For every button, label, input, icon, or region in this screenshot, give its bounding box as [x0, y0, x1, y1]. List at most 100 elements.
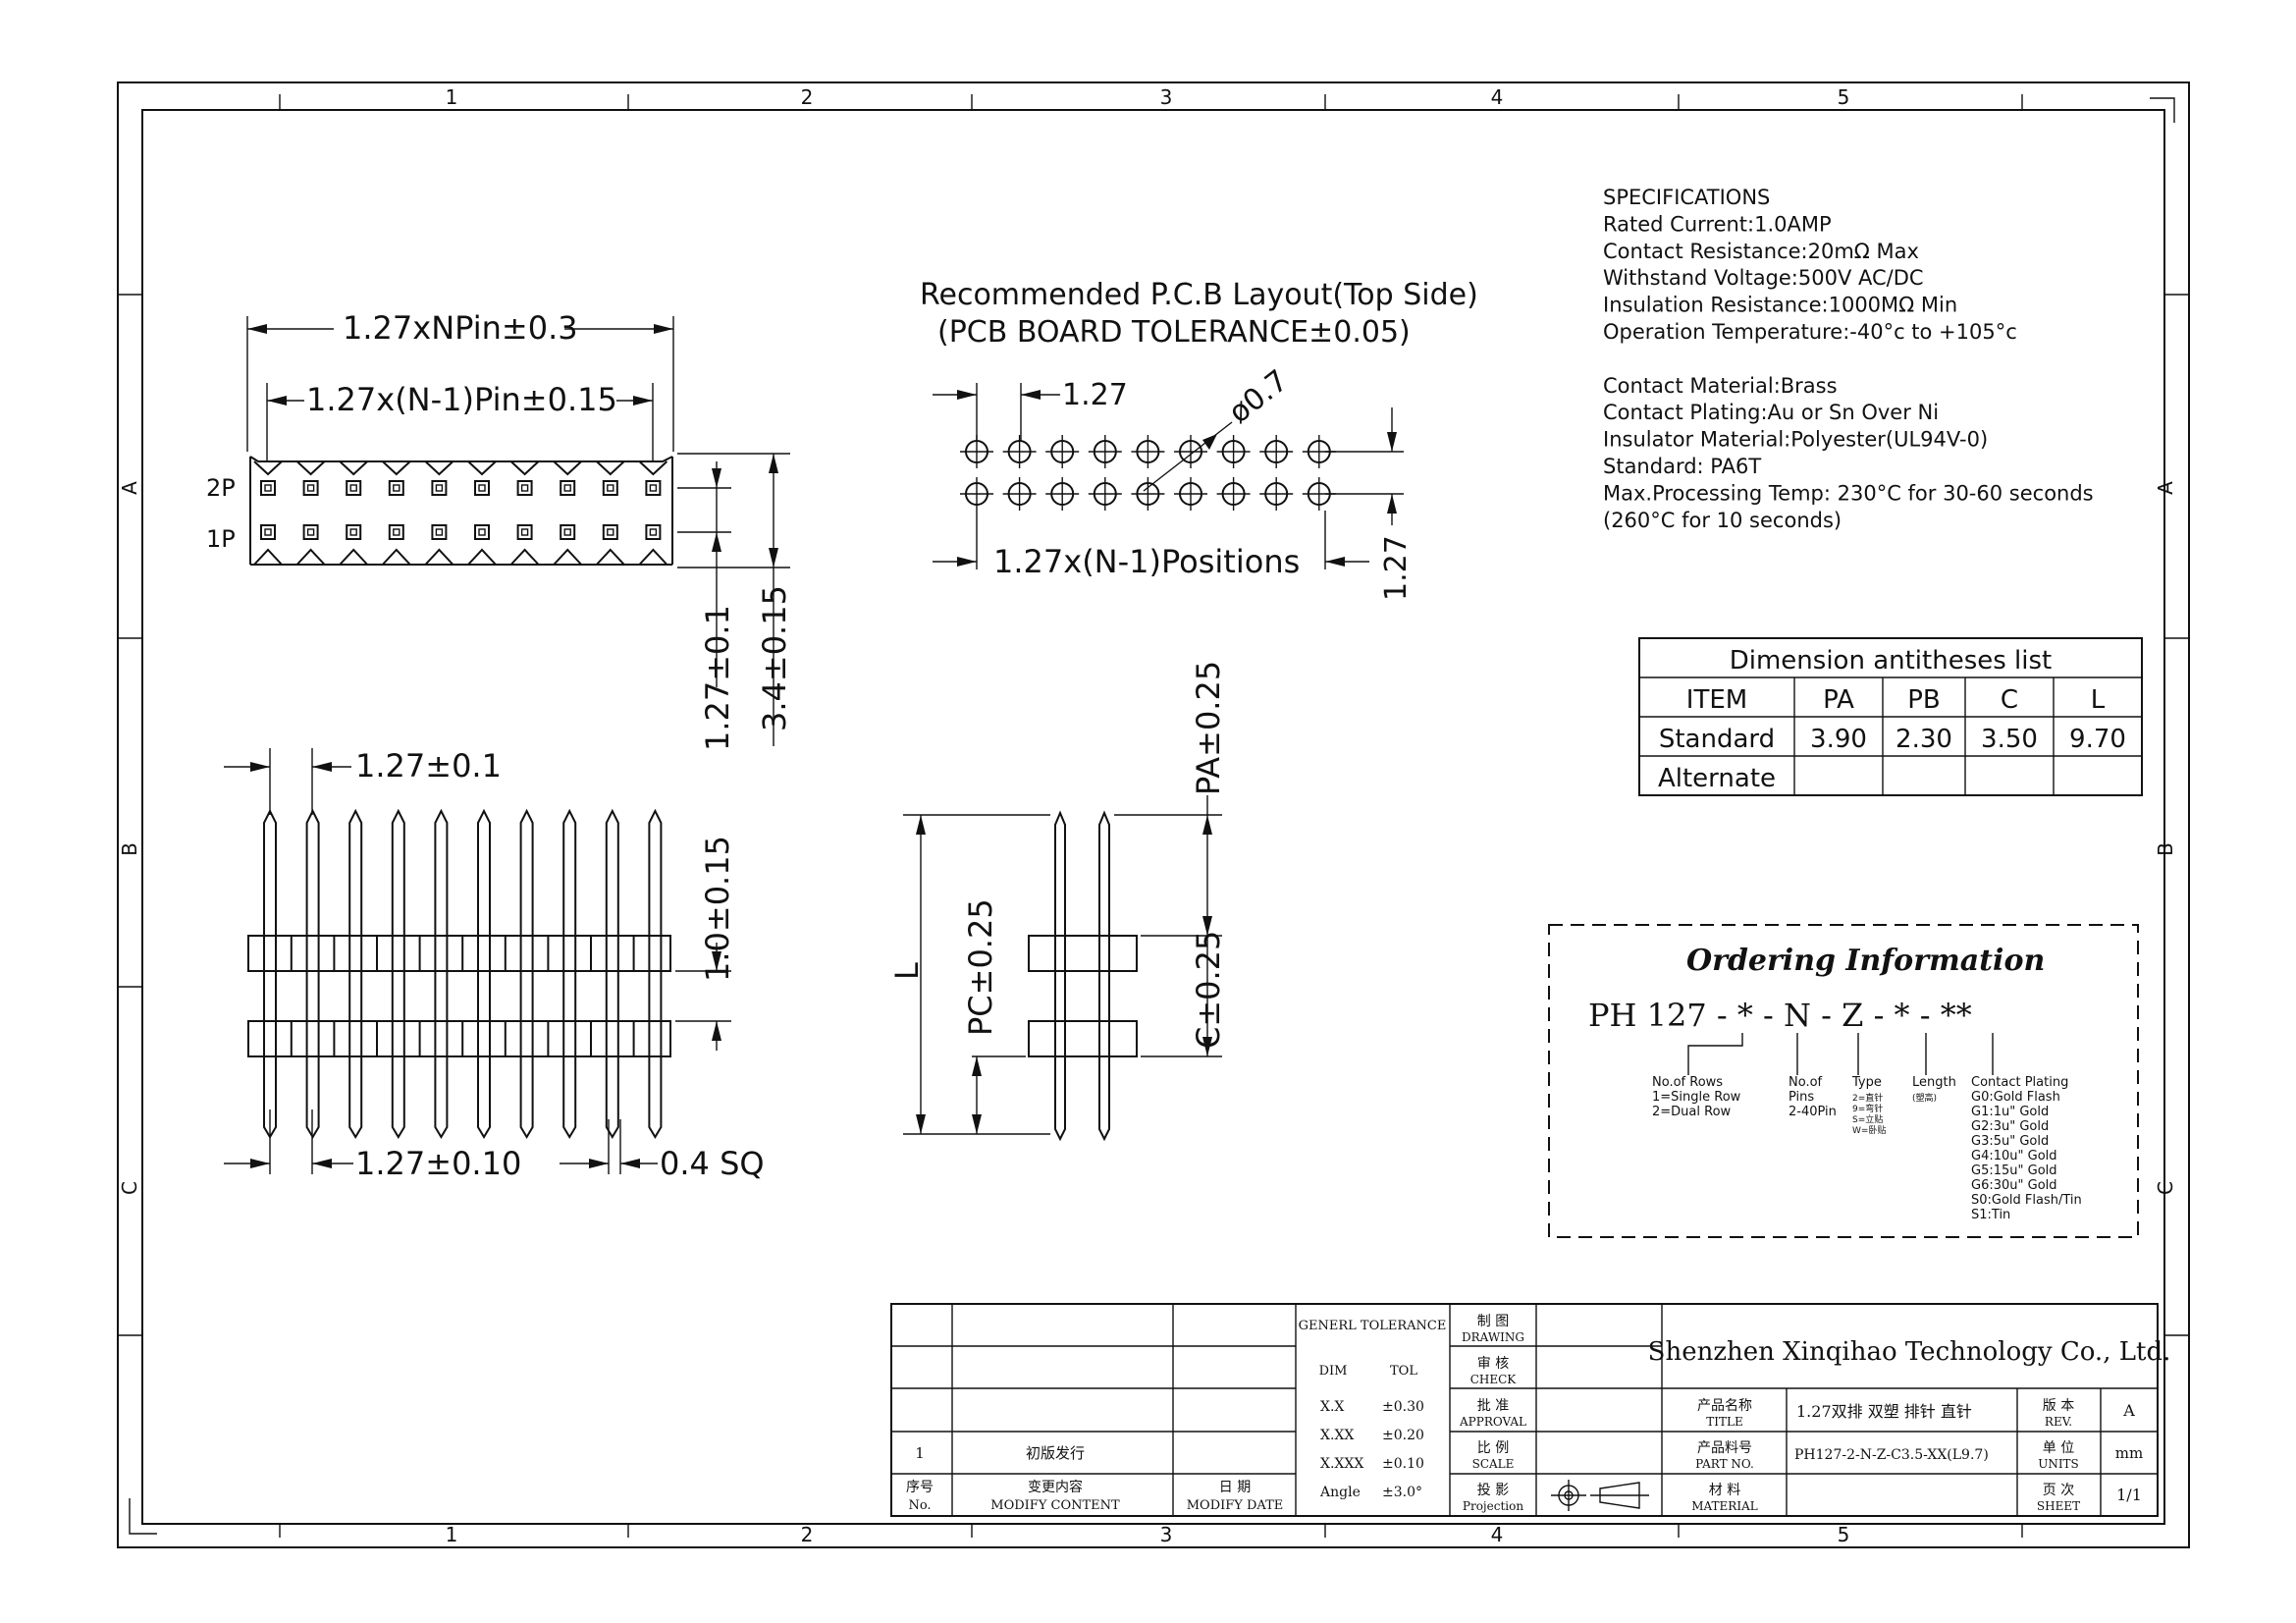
row-letter-left-C: C [118, 1181, 141, 1195]
top-pin-inner [393, 484, 400, 492]
side-l-label: L [888, 962, 926, 980]
top-pin-inner [306, 484, 315, 492]
col-number-top-3: 3 [1160, 85, 1173, 109]
check-label-en: CHECK [1470, 1373, 1518, 1386]
material-label-en: MATERIAL [1691, 1499, 1758, 1513]
col-number-top-2: 2 [801, 85, 814, 109]
col-number-bottom-5: 5 [1838, 1523, 1850, 1546]
spec-line: Operation Temperature:-40°c to +105°c [1603, 320, 2017, 344]
row-letter-right-A: A [2154, 481, 2177, 495]
side-c-label: C±0.25 [1190, 931, 1227, 1049]
tolerance-dim: X.XX [1320, 1428, 1354, 1443]
top-pin-inner [520, 484, 529, 492]
spec-line: SPECIFICATIONS [1603, 186, 1770, 209]
top-width-label: 3.4±0.15 [756, 585, 793, 731]
top-view: 2P 1P 1.27xNPin±0.3 1.27x(N-1)Pin±0.15 1… [206, 309, 793, 751]
top-pin [260, 480, 276, 496]
ordering-note-line: W=卧贴 [1852, 1124, 1886, 1136]
top-pin-inner [264, 484, 272, 492]
projection-label-cn: 投 影 [1477, 1483, 1509, 1498]
approval-label-cn: 批 准 [1477, 1398, 1509, 1414]
dimension-table-header: L [2091, 685, 2106, 715]
front-pin [305, 808, 320, 1139]
col-number-bottom-2: 2 [801, 1523, 814, 1546]
side-pa-label: PA±0.25 [1190, 661, 1227, 795]
spec-line: Standard: PA6T [1603, 455, 1761, 478]
ordering-information: Ordering Information PH 127 - * - N - Z … [1548, 924, 2139, 1238]
pcb-hole [1174, 477, 1207, 511]
top-pin-inner [563, 528, 571, 536]
front-height-label: 1.0±0.15 [699, 836, 736, 982]
row-label-2p: 2P [206, 474, 236, 502]
top-pin-inner [649, 528, 658, 536]
front-pin [434, 808, 449, 1139]
front-pin [477, 808, 491, 1139]
ordering-note-line: 2=直针 [1852, 1092, 1883, 1104]
top-pin [560, 480, 576, 496]
pcb-hole [1174, 435, 1207, 468]
approval-label-en: APPROVAL [1459, 1415, 1526, 1429]
pcb-hole [1045, 477, 1080, 511]
top-pin [431, 480, 448, 496]
drawing-label-en: DRAWING [1462, 1330, 1524, 1344]
front-pitch-top-label: 1.27±0.1 [355, 747, 502, 784]
top-pin-inner [264, 528, 272, 536]
revision-content-header-en: MODIFY CONTENT [990, 1498, 1120, 1513]
pcb-hole [1088, 435, 1122, 468]
ordering-note-line: No.of Rows [1652, 1075, 1723, 1090]
tolerance-value: ±0.10 [1382, 1456, 1424, 1472]
top-pin-inner [649, 484, 658, 492]
spec-line: Insulator Material:Polyester(UL94V-0) [1603, 428, 1988, 452]
ordering-note-line: 2-40Pin [1789, 1105, 1837, 1119]
revision-content-header-cn: 变更内容 [1028, 1479, 1083, 1495]
spec-line: Contact Resistance:20mΩ Max [1603, 240, 1919, 263]
ordering-code: PH 127 - * - N - Z - * - ** [1588, 997, 1972, 1034]
tolerance-dim: X.X [1320, 1399, 1344, 1415]
units-label-en: UNITS [2038, 1457, 2079, 1471]
top-pin [302, 480, 319, 496]
revision-date-header-en: MODIFY DATE [1187, 1498, 1284, 1513]
spec-line: Max.Processing Temp: 230°C for 30-60 sec… [1603, 481, 2094, 505]
ordering-note-line: G6:30u" Gold [1971, 1178, 2057, 1193]
company-name: Shenzhen Xinqihao Technology Co., Ltd. [1648, 1337, 2171, 1367]
spec-line: Rated Current:1.0AMP [1603, 212, 1832, 236]
top-pin-inner [349, 528, 357, 536]
front-pin [605, 808, 619, 1139]
top-pin-inner [435, 528, 444, 536]
spec-line: Contact Material:Brass [1603, 374, 1838, 398]
top-pin [602, 524, 618, 540]
tolerance-dim: X.XXX [1320, 1456, 1363, 1472]
pcb-layout-title: Recommended P.C.B Layout(Top Side) [920, 278, 1478, 312]
pcb-layout-subtitle: (PCB BOARD TOLERANCE±0.05) [937, 315, 1411, 350]
tolerance-value: ±3.0° [1382, 1485, 1422, 1500]
pcb-hole [1131, 477, 1165, 511]
col-number-top-1: 1 [446, 85, 458, 109]
specifications-block: SPECIFICATIONS Rated Current:1.0AMP Contac… [1603, 186, 2094, 532]
top-row-pitch-label: 1.27±0.1 [699, 605, 736, 751]
ordering-note-line: G0:Gold Flash [1971, 1090, 2060, 1105]
top-pin [302, 524, 319, 540]
dimension-table-cell: 9.70 [2069, 725, 2126, 754]
pcb-hole [1216, 477, 1251, 511]
ordering-note-line: Pins [1789, 1090, 1814, 1105]
sheet-label-cn: 页 次 [2043, 1483, 2074, 1498]
spec-line: (260°C for 10 seconds) [1603, 509, 1842, 532]
ordering-note-line: 2=Dual Row [1652, 1105, 1732, 1119]
pcb-pitch-label: 1.27 [1062, 378, 1128, 412]
check-label-cn: 审 核 [1477, 1356, 1509, 1372]
front-pin [391, 808, 405, 1139]
ordering-note-line: No.of [1789, 1075, 1823, 1090]
pcb-layout: Recommended P.C.B Layout(Top Side) (PCB … [920, 278, 1478, 601]
tolerance-value: ±0.30 [1382, 1399, 1424, 1415]
tolerance-dim-header: DIM [1319, 1364, 1348, 1379]
ordering-note-line: G3:5u" Gold [1971, 1134, 2049, 1149]
ordering-title: Ordering Information [1686, 944, 2045, 978]
spec-line: Contact Plating:Au or Sn Over Ni [1603, 401, 1939, 424]
scale-label-en: SCALE [1472, 1457, 1515, 1471]
dimension-table-cell: Alternate [1658, 764, 1776, 793]
dimension-table-header: PA [1823, 685, 1854, 715]
front-view-pins [263, 808, 663, 1139]
pcb-holes [960, 435, 1336, 511]
pcb-hole [960, 477, 993, 511]
